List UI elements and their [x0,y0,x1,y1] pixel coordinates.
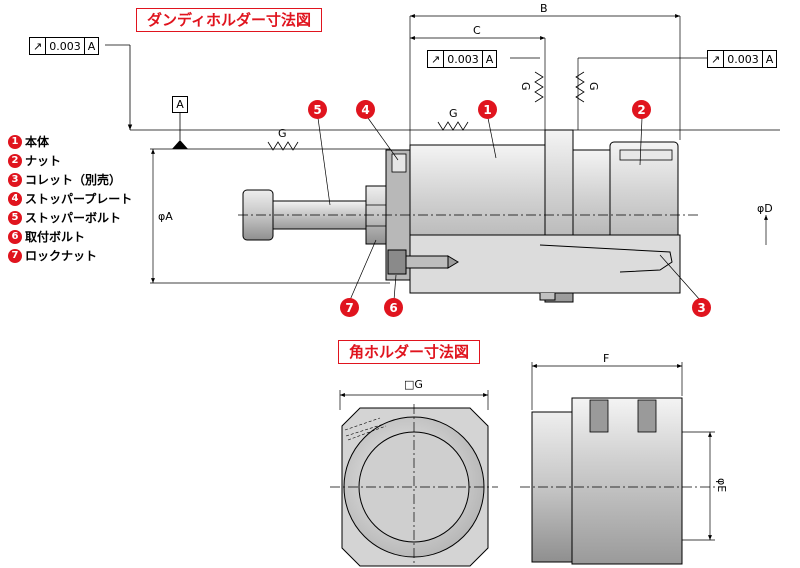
finish-g-label: G [587,82,600,91]
legend-label: ストッパープレート [25,192,133,206]
square-holder-side-view [520,362,720,565]
dim-phia-label: φA [158,210,173,223]
callout-5: 5 [308,100,327,119]
runout-tolerance-frame: ↗ 0.003 A [707,50,778,68]
finish-g-label: G [449,107,458,120]
runout-tolerance-frame: ↗ 0.003 A [427,50,498,68]
square-holder-front-view [330,390,498,567]
finish-g-label: G [278,127,287,140]
dim-phie-label: φE [715,478,728,493]
tolerance-value: 0.003 [45,38,84,54]
dandy-holder-title: ダンディホルダー寸法図 [136,8,322,32]
runout-tolerance-frame: ↗ 0.003 A [29,37,100,55]
tolerance-value: 0.003 [443,51,482,67]
legend-number: 1 [8,134,22,149]
legend-label: ロックナット [25,249,98,263]
legend-label: コレット（別売） [25,173,122,187]
runout-icon: ↗ [33,39,43,53]
callout-3: 3 [692,298,711,317]
dim-sqg-label: □G [404,378,423,391]
legend-label: ナット [25,154,62,168]
dandy-holder-drawing [105,14,780,303]
tolerance-datum: A [83,38,99,54]
tolerance-value: 0.003 [723,51,762,67]
runout-icon: ↗ [431,52,441,66]
callout-1: 1 [478,100,497,119]
dim-c-label: C [473,24,481,37]
legend-number: 5 [8,210,22,225]
legend-number: 2 [8,153,22,168]
square-holder-title: 角ホルダー寸法図 [338,340,481,364]
callout-6: 6 [384,298,403,317]
legend-number: 3 [8,172,22,187]
callout-4: 4 [356,100,375,119]
legend-number: 4 [8,191,22,206]
dim-f-label: F [603,352,610,365]
legend-number: 7 [8,248,22,263]
legend-number: 6 [8,229,22,244]
legend-label: 本体 [25,135,50,149]
legend-label: ストッパーボルト [25,211,122,225]
runout-icon: ↗ [711,52,721,66]
tolerance-datum: A [761,51,777,67]
finish-g-label: G [519,82,532,91]
dim-phid-label: φD [757,202,773,215]
callout-2: 2 [632,100,651,119]
callout-7: 7 [340,298,359,317]
legend-label: 取付ボルト [25,230,86,244]
datum-box: A [172,96,188,113]
dim-b-label: B [540,2,548,15]
tolerance-datum: A [481,51,497,67]
